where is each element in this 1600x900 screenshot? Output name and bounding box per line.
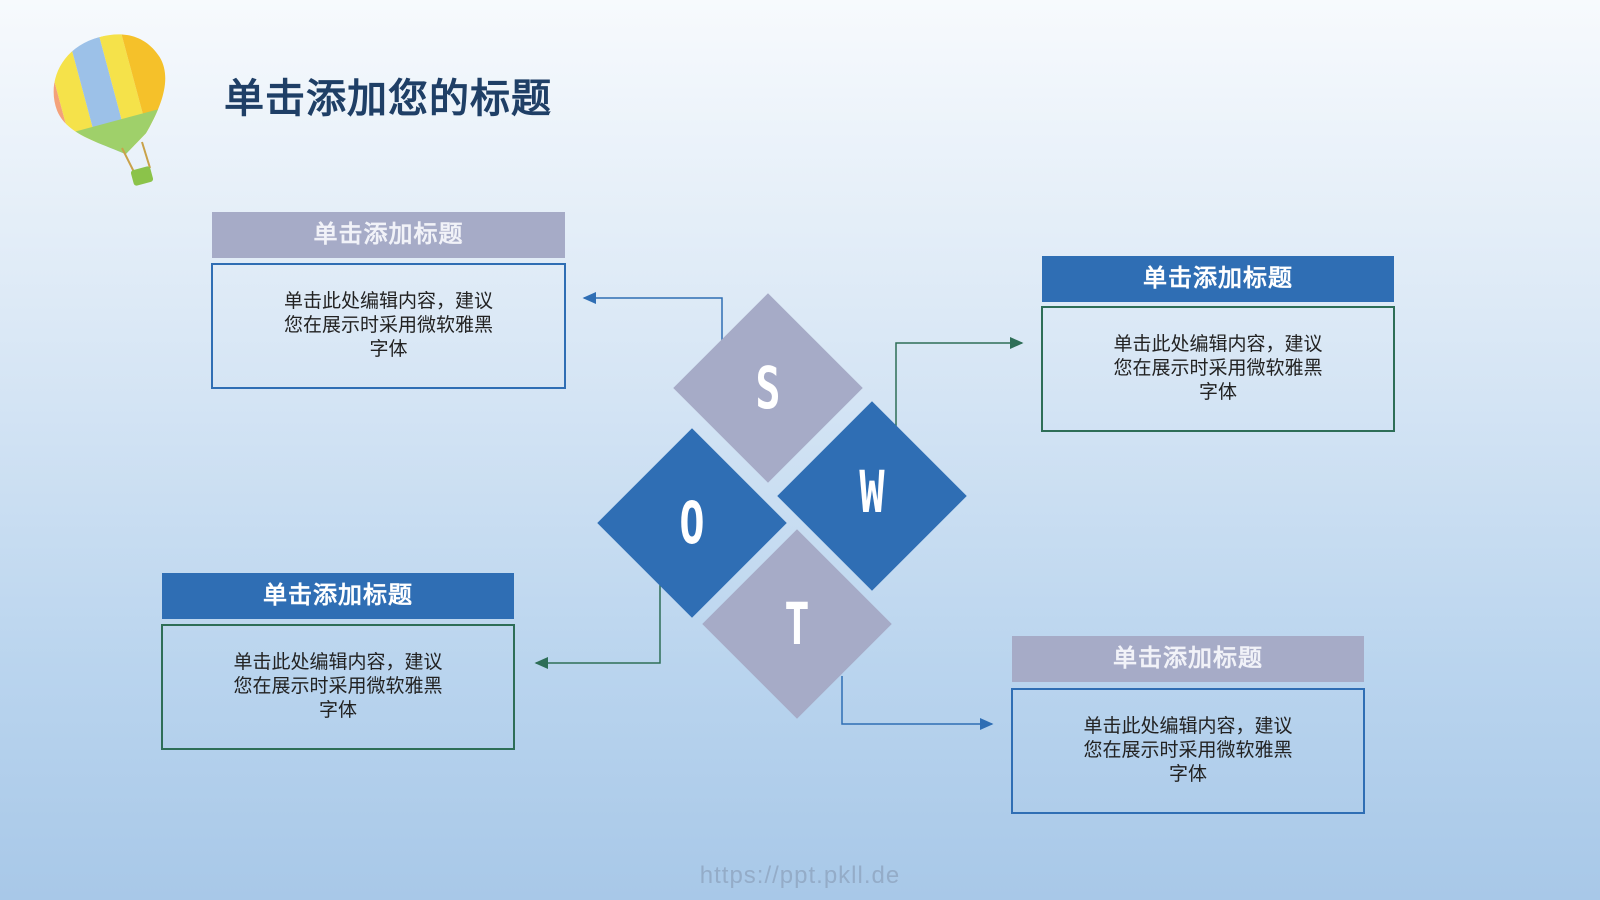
card-text-s-1: 单击此处编辑内容，建议 xyxy=(283,291,493,312)
hot-air-balloon-icon xyxy=(50,30,180,186)
swot-letter-s: S xyxy=(755,354,781,422)
card-text-w-3: 字体 xyxy=(1198,382,1237,403)
card-header-t[interactable]: 单击添加标题 xyxy=(1012,636,1364,682)
card-body-t[interactable]: 单击此处编辑内容，建议 您在展示时采用微软雅黑 字体 xyxy=(1011,688,1365,814)
page-title[interactable]: 单击添加您的标题 xyxy=(224,77,552,121)
card-text-w-1: 单击此处编辑内容，建议 xyxy=(1113,334,1323,355)
connector-t xyxy=(841,676,994,730)
swot-letter-w: W xyxy=(859,458,885,526)
connector-w xyxy=(895,337,1024,430)
card-text-o-1: 单击此处编辑内容，建议 xyxy=(233,652,443,673)
card-body-s[interactable]: 单击此处编辑内容，建议 您在展示时采用微软雅黑 字体 xyxy=(211,263,566,389)
card-header-o[interactable]: 单击添加标题 xyxy=(162,573,514,619)
swot-letter-o: O xyxy=(679,489,705,557)
card-body-o[interactable]: 单击此处编辑内容，建议 您在展示时采用微软雅黑 字体 xyxy=(161,624,515,750)
card-text-t-2: 您在展示时采用微软雅黑 xyxy=(1083,740,1293,761)
card-header-s[interactable]: 单击添加标题 xyxy=(212,212,565,258)
card-text-t-1: 单击此处编辑内容，建议 xyxy=(1083,716,1293,737)
swot-letter-t: T xyxy=(784,590,810,658)
card-text-o-3: 字体 xyxy=(318,700,357,721)
watermark-url: https://ppt.pkll.de xyxy=(699,862,901,889)
connector-s xyxy=(582,292,723,345)
card-text-s-3: 字体 xyxy=(369,339,408,360)
card-body-w[interactable]: 单击此处编辑内容，建议 您在展示时采用微软雅黑 字体 xyxy=(1041,306,1395,432)
card-header-w[interactable]: 单击添加标题 xyxy=(1042,256,1394,302)
card-text-t-3: 字体 xyxy=(1168,764,1207,785)
card-text-o-2: 您在展示时采用微软雅黑 xyxy=(233,676,443,697)
connector-o xyxy=(534,585,661,669)
card-text-w-2: 您在展示时采用微软雅黑 xyxy=(1113,358,1323,379)
card-text-s-2: 您在展示时采用微软雅黑 xyxy=(283,315,493,336)
